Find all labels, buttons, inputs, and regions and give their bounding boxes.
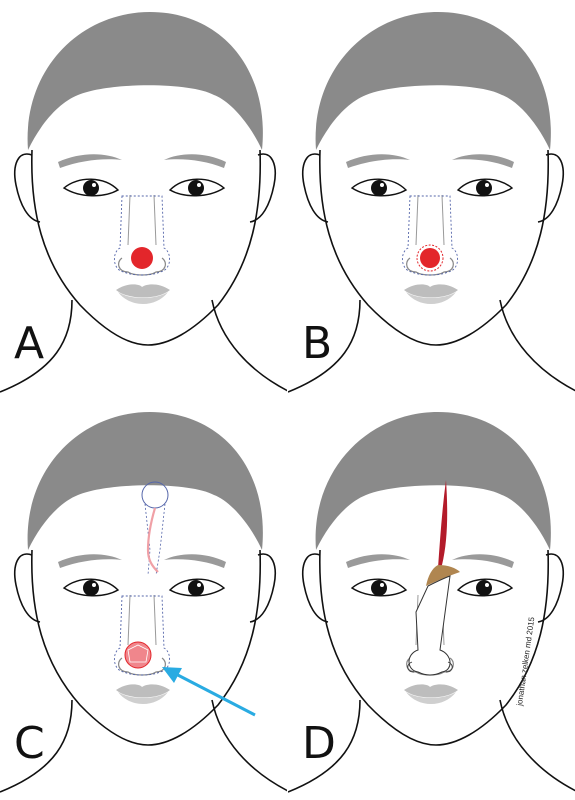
nasal-subunit-outline	[402, 195, 458, 276]
panel-d: D	[288, 400, 575, 800]
lesion	[131, 247, 153, 269]
transposed-flap	[407, 575, 453, 676]
face-illustration-c	[0, 411, 287, 793]
flap-pedicle	[426, 565, 460, 586]
arrow-icon	[162, 667, 256, 717]
nasal-subunit-outline	[114, 195, 170, 276]
face-illustration-b	[288, 11, 575, 393]
excision-margin	[416, 244, 444, 272]
forehead-flap-template	[141, 481, 169, 576]
donor-site-incision	[438, 480, 448, 568]
panel-c: C	[0, 400, 287, 800]
lesion	[420, 248, 440, 268]
panel-label-b: B	[302, 318, 333, 369]
panel-b: B	[288, 0, 575, 400]
panel-label-c: C	[14, 718, 45, 769]
panel-label-d: D	[302, 718, 336, 769]
panel-a: A	[0, 0, 287, 400]
face-illustration-a	[0, 11, 287, 393]
face-illustration-d	[288, 411, 575, 793]
panel-label-a: A	[14, 318, 45, 369]
defect	[124, 641, 152, 669]
nasal-subunit-outline	[114, 595, 170, 676]
